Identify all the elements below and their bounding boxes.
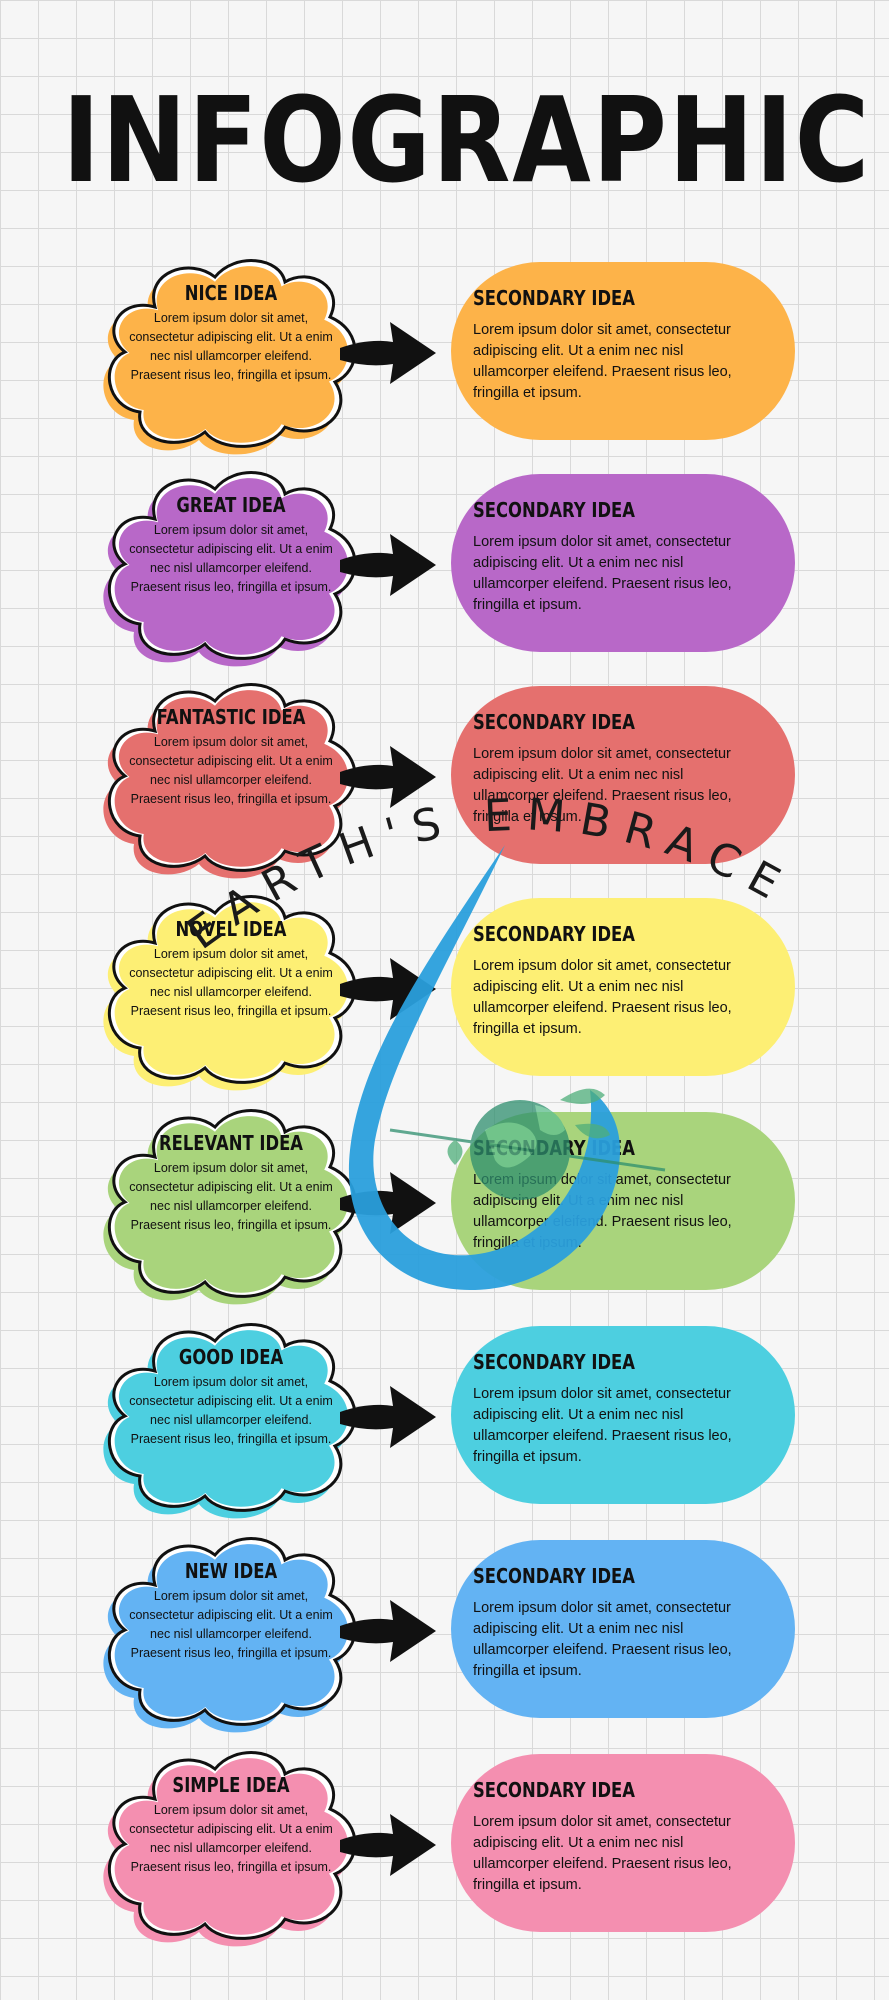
infographic-row: GOOD IDEA Lorem ipsum dolor sit amet, co… [0,1316,889,1519]
cloud-title: SIMPLE IDEA [172,1773,290,1797]
infographic-row: RELEVANT IDEA Lorem ipsum dolor sit amet… [0,1102,889,1305]
secondary-idea-body: Lorem ipsum dolor sit amet, consectetur … [473,1386,732,1465]
cloud-body: Lorem ipsum dolor sit amet, consectetur … [129,1589,333,1660]
secondary-idea-title: SECONDARY IDEA [473,710,635,734]
secondary-idea-body: Lorem ipsum dolor sit amet, consectetur … [473,1172,732,1251]
infographic-row: SIMPLE IDEA Lorem ipsum dolor sit amet, … [0,1744,889,1947]
cloud-body: Lorem ipsum dolor sit amet, consectetur … [129,523,333,594]
cloud-text-block: SIMPLE IDEA Lorem ipsum dolor sit amet, … [128,1772,334,1877]
cloud-fill [114,690,348,867]
cloud-shape [103,1751,357,1947]
arrow-right-icon [340,322,436,384]
secondary-idea-body: Lorem ipsum dolor sit amet, consectetur … [473,746,732,825]
cloud-title: FANTASTIC IDEA [156,705,306,729]
arrow-right-icon [340,534,436,596]
secondary-idea-card: SECONDARY IDEA Lorem ipsum dolor sit ame… [451,1112,795,1290]
cloud-body: Lorem ipsum dolor sit amet, consectetur … [129,1161,333,1232]
cloud-shape [103,895,357,1091]
cloud-title: NEW IDEA [184,1559,278,1583]
secondary-idea-title: SECONDARY IDEA [473,1350,635,1374]
secondary-idea-card: SECONDARY IDEA Lorem ipsum dolor sit ame… [451,1540,795,1718]
cloud-title: GOOD IDEA [178,1345,284,1369]
cloud-title: NICE IDEA [184,281,278,305]
page-title: INFOGRAPHIC [62,71,871,209]
cloud-fill [114,902,348,1079]
secondary-idea-card: SECONDARY IDEA Lorem ipsum dolor sit ame… [451,686,795,864]
arrow-right-icon [340,1386,436,1448]
cloud-body: Lorem ipsum dolor sit amet, consectetur … [129,1803,333,1874]
infographic-row: NICE IDEA Lorem ipsum dolor sit amet, co… [0,252,889,455]
cloud-body: Lorem ipsum dolor sit amet, consectetur … [129,311,333,382]
secondary-idea-title: SECONDARY IDEA [473,498,635,522]
cloud-body: Lorem ipsum dolor sit amet, consectetur … [129,735,333,806]
cloud-shape [103,1109,357,1305]
cloud-fill [114,1758,348,1935]
secondary-idea-title: SECONDARY IDEA [473,286,635,310]
cloud-shape [103,471,357,667]
cloud-title: GREAT IDEA [176,493,286,517]
secondary-idea-title: SECONDARY IDEA [473,1564,635,1588]
cloud-body: Lorem ipsum dolor sit amet, consectetur … [129,1375,333,1446]
arrow-right-icon [340,958,436,1020]
cloud-text-block: NICE IDEA Lorem ipsum dolor sit amet, co… [128,280,334,385]
secondary-idea-card: SECONDARY IDEA Lorem ipsum dolor sit ame… [451,898,795,1076]
secondary-idea-title: SECONDARY IDEA [473,1136,635,1160]
cloud-text-block: RELEVANT IDEA Lorem ipsum dolor sit amet… [128,1130,334,1235]
cloud-title: RELEVANT IDEA [158,1131,303,1155]
secondary-idea-body: Lorem ipsum dolor sit amet, consectetur … [473,1814,732,1893]
infographic-row: GREAT IDEA Lorem ipsum dolor sit amet, c… [0,464,889,667]
arrow-right-icon [340,1172,436,1234]
cloud-text-block: FANTASTIC IDEA Lorem ipsum dolor sit ame… [128,704,334,809]
cloud-fill [114,266,348,443]
infographic-row: NOVEL IDEA Lorem ipsum dolor sit amet, c… [0,888,889,1091]
cloud-body: Lorem ipsum dolor sit amet, consectetur … [129,947,333,1018]
cloud-shape [103,259,357,455]
secondary-idea-card: SECONDARY IDEA Lorem ipsum dolor sit ame… [451,262,795,440]
cloud-title: NOVEL IDEA [175,917,287,941]
secondary-idea-title: SECONDARY IDEA [473,922,635,946]
cloud-fill [114,1330,348,1507]
secondary-idea-body: Lorem ipsum dolor sit amet, consectetur … [473,1600,732,1679]
cloud-text-block: NEW IDEA Lorem ipsum dolor sit amet, con… [128,1558,334,1663]
cloud-shape [103,1537,357,1733]
cloud-text-block: NOVEL IDEA Lorem ipsum dolor sit amet, c… [128,916,334,1021]
secondary-idea-card: SECONDARY IDEA Lorem ipsum dolor sit ame… [451,1754,795,1932]
secondary-idea-title: SECONDARY IDEA [473,1778,635,1802]
cloud-fill [114,478,348,655]
cloud-fill [114,1544,348,1721]
arrow-right-icon [340,1600,436,1662]
cloud-shape [103,1323,357,1519]
secondary-idea-body: Lorem ipsum dolor sit amet, consectetur … [473,322,732,401]
infographic-row: NEW IDEA Lorem ipsum dolor sit amet, con… [0,1530,889,1733]
cloud-text-block: GREAT IDEA Lorem ipsum dolor sit amet, c… [128,492,334,597]
secondary-idea-card: SECONDARY IDEA Lorem ipsum dolor sit ame… [451,474,795,652]
secondary-idea-card: SECONDARY IDEA Lorem ipsum dolor sit ame… [451,1326,795,1504]
cloud-text-block: GOOD IDEA Lorem ipsum dolor sit amet, co… [128,1344,334,1449]
cloud-shape [103,683,357,879]
secondary-idea-body: Lorem ipsum dolor sit amet, consectetur … [473,534,732,613]
arrow-right-icon [340,1814,436,1876]
cloud-fill [114,1116,348,1293]
infographic-row: FANTASTIC IDEA Lorem ipsum dolor sit ame… [0,676,889,879]
arrow-right-icon [340,746,436,808]
secondary-idea-body: Lorem ipsum dolor sit amet, consectetur … [473,958,732,1037]
